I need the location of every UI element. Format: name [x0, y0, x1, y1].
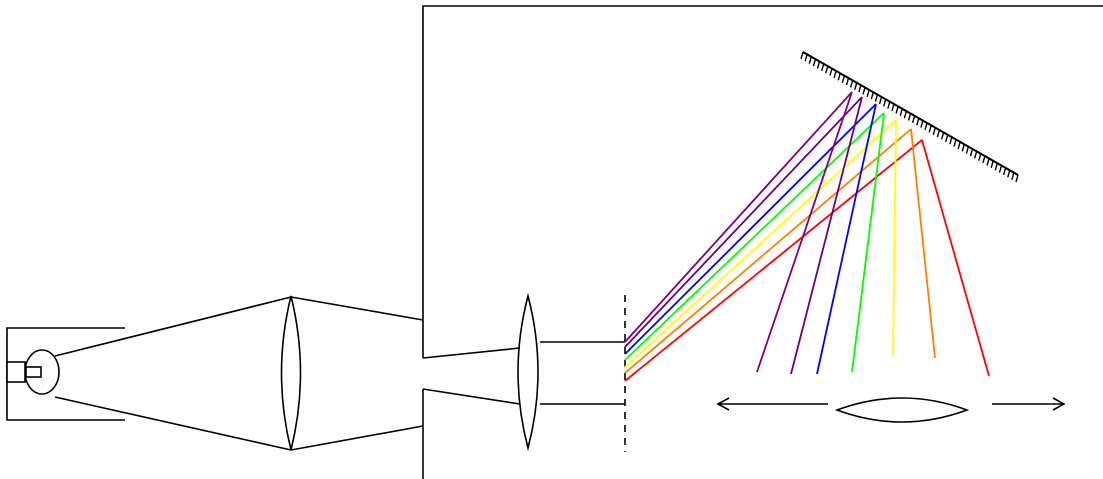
converging-beam — [290, 296, 424, 451]
lamp-light-cone — [54, 296, 292, 451]
lamp — [6, 349, 60, 395]
grating-hatch — [969, 148, 974, 157]
grating-hatch — [965, 146, 970, 154]
grating-hatch — [878, 96, 883, 105]
incident-ray-violet — [624, 91, 853, 343]
grating-hatch — [895, 106, 899, 114]
condenser-lens — [280, 295, 302, 451]
grating-hatch — [825, 66, 829, 74]
grating-hatch — [932, 127, 936, 135]
grating-hatch — [829, 68, 833, 76]
grating-hatch — [899, 108, 903, 116]
dispersed-spectrum — [756, 91, 990, 377]
incident-ray-purple — [624, 96, 863, 348]
grating-hatch — [800, 51, 804, 60]
grating-hatch — [1007, 170, 1011, 178]
dispersed-ray-orange — [910, 128, 936, 359]
enclosure — [422, 5, 1103, 479]
dispersed-ray-yellow — [892, 119, 897, 357]
grating-hatch — [1015, 174, 1019, 183]
grating-hatch — [837, 73, 841, 81]
incident-ray-red — [624, 139, 923, 382]
grating-hatch — [862, 87, 866, 95]
grating-hatch — [936, 129, 941, 138]
grating-hatch — [849, 80, 854, 88]
grating-hatch — [973, 151, 978, 159]
grating-hatch — [957, 141, 961, 150]
incident-ray-green — [624, 112, 885, 361]
grating-hatch — [928, 125, 932, 133]
incident-rays — [624, 91, 923, 382]
grating-hatch — [916, 118, 920, 126]
moving-lens — [834, 397, 970, 423]
grating-hatch — [845, 77, 850, 86]
grating-hatch — [978, 153, 982, 161]
grating-hatch — [940, 132, 945, 140]
collimating-lens — [517, 292, 539, 452]
dispersed-ray-blue — [816, 103, 877, 375]
grating-hatch — [949, 136, 953, 145]
grating-hatch — [804, 54, 808, 62]
grating-hatch — [911, 115, 916, 124]
grating-hatch — [858, 84, 862, 93]
grating-hatch — [945, 134, 949, 142]
diffraction-grating — [800, 51, 1019, 183]
grating-hatch — [821, 63, 825, 72]
grating-hatch — [903, 110, 908, 119]
grating-hatch — [994, 162, 998, 171]
grating-hatch — [907, 113, 912, 121]
dispersed-ray-red — [921, 139, 990, 377]
dispersed-ray-purple — [790, 96, 863, 375]
grating-hatch — [833, 70, 837, 79]
grating-hatch — [891, 103, 895, 112]
grating-hatch — [990, 160, 994, 168]
grating-hatch — [961, 144, 965, 152]
grating-hatch — [854, 82, 858, 90]
grating-hatch — [841, 75, 846, 83]
grating-hatch — [953, 139, 957, 147]
grating-hatch — [998, 165, 1003, 173]
grating-hatch — [812, 58, 817, 67]
grating-hatch — [1002, 167, 1007, 176]
incident-ray-yellow — [624, 119, 897, 368]
grating-hatch — [887, 101, 891, 109]
grating-hatch — [1011, 172, 1015, 180]
dispersed-ray-green — [851, 112, 885, 373]
grating-hatch — [982, 155, 986, 164]
incident-ray-orange — [624, 128, 912, 374]
collimated-beam — [540, 341, 625, 405]
grating-hatch — [924, 122, 928, 131]
grating-hatch — [920, 120, 924, 128]
grating-hatch — [816, 61, 821, 69]
diverging-beam — [422, 347, 521, 405]
grating-hatch — [866, 89, 870, 98]
grating-hatch — [808, 56, 812, 64]
incident-ray-blue — [624, 103, 877, 355]
dispersed-ray-violet — [756, 91, 853, 373]
grating-hatch — [883, 99, 887, 107]
grating-hatch — [874, 94, 879, 102]
grating-hatch — [986, 158, 990, 166]
grating-hatch — [870, 92, 874, 100]
